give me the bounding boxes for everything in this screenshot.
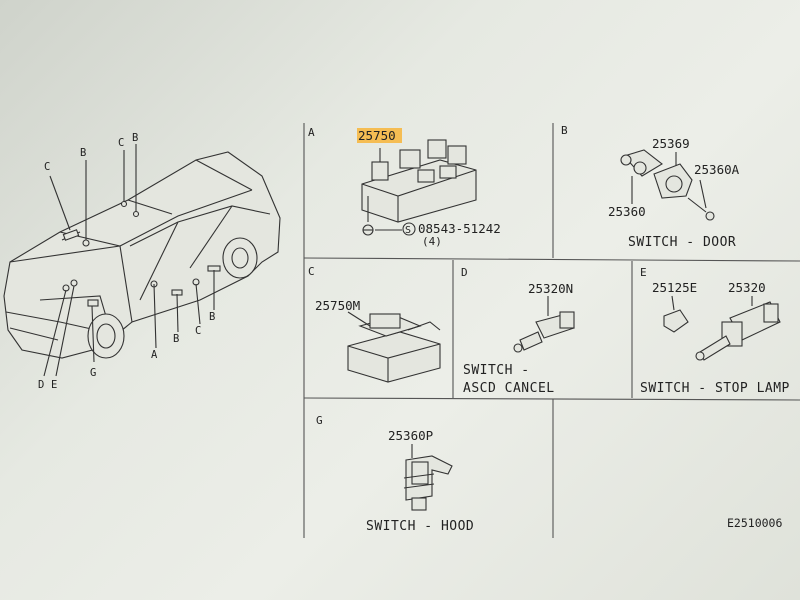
bolt-s-marker: S xyxy=(405,225,411,236)
power-window-switch-part xyxy=(361,139,477,223)
panel-d-letter: D xyxy=(461,266,468,279)
panel-c-part: 25750M xyxy=(315,298,360,313)
panel-c-letter: C xyxy=(308,265,315,278)
car-label-c-top: C xyxy=(44,161,50,173)
stop-lamp-switch-part xyxy=(663,295,781,361)
panel-a-part-main: 25750 xyxy=(358,128,396,143)
car-label-a: A xyxy=(151,349,158,361)
car-illustration xyxy=(3,144,281,377)
panel-b-part-3: 25360 xyxy=(608,204,646,219)
panel-a: A 25750 S 08543-51242 (4) xyxy=(308,126,501,248)
hood-switch-part xyxy=(403,444,453,511)
panel-a-bolt-qty: (4) xyxy=(422,235,442,248)
panel-a-letter: A xyxy=(308,126,315,139)
panel-d-caption-line2: ASCD CANCEL xyxy=(463,381,555,396)
car-label-e: E xyxy=(51,379,57,391)
car-label-c-upper: C xyxy=(118,137,124,149)
panel-c: C 25750M xyxy=(308,265,441,383)
car-label-g: G xyxy=(90,367,96,379)
panel-d-caption-line1: SWITCH - xyxy=(463,363,530,378)
panel-e-caption: SWITCH - STOP LAMP xyxy=(640,381,790,396)
car-labels: C B C B A B C B D E G xyxy=(38,132,215,391)
panel-g-letter: G xyxy=(316,414,323,427)
door-switch-part xyxy=(620,149,715,221)
panel-e: E 25125E 25320 SWITCH - STOP LAMP xyxy=(640,266,790,396)
panel-b-caption: SWITCH - DOOR xyxy=(628,235,736,250)
panel-d: D 25320N SWITCH - ASCD CANCEL xyxy=(461,266,575,396)
car-label-c-right: C xyxy=(195,325,201,337)
car-label-b-right: B xyxy=(209,311,215,323)
panel-e-part-1: 25125E xyxy=(652,280,697,295)
connector-part xyxy=(347,311,441,383)
car-label-b-upper: B xyxy=(132,132,138,144)
panel-b-part-2: 25360A xyxy=(694,162,740,177)
car-label-d: D xyxy=(38,379,44,391)
car-label-b-bottom: B xyxy=(173,333,179,345)
panel-e-part-2: 25320 xyxy=(728,280,766,295)
figure-id: E2510006 xyxy=(727,516,782,530)
panel-g-caption: SWITCH - HOOD xyxy=(366,519,474,534)
panel-grid xyxy=(303,123,800,538)
panel-g-part: 25360P xyxy=(388,428,433,443)
part-number-highlight xyxy=(357,128,402,143)
bolt-s-marker-ring xyxy=(402,222,416,236)
screw-part xyxy=(362,196,402,236)
panel-b-part-1: 25369 xyxy=(652,136,690,151)
panel-a-part-bolt: 08543-51242 xyxy=(418,221,501,236)
car-label-b-top: B xyxy=(80,147,86,159)
ascd-switch-part xyxy=(513,296,575,353)
panel-g: G 25360P SWITCH - HOOD xyxy=(316,414,474,534)
panel-d-part: 25320N xyxy=(528,281,573,296)
panel-b-letter: B xyxy=(561,124,568,137)
panel-b: B 25369 25360A 25360 SWITCH - DOOR xyxy=(561,124,740,250)
panel-e-letter: E xyxy=(640,266,647,279)
